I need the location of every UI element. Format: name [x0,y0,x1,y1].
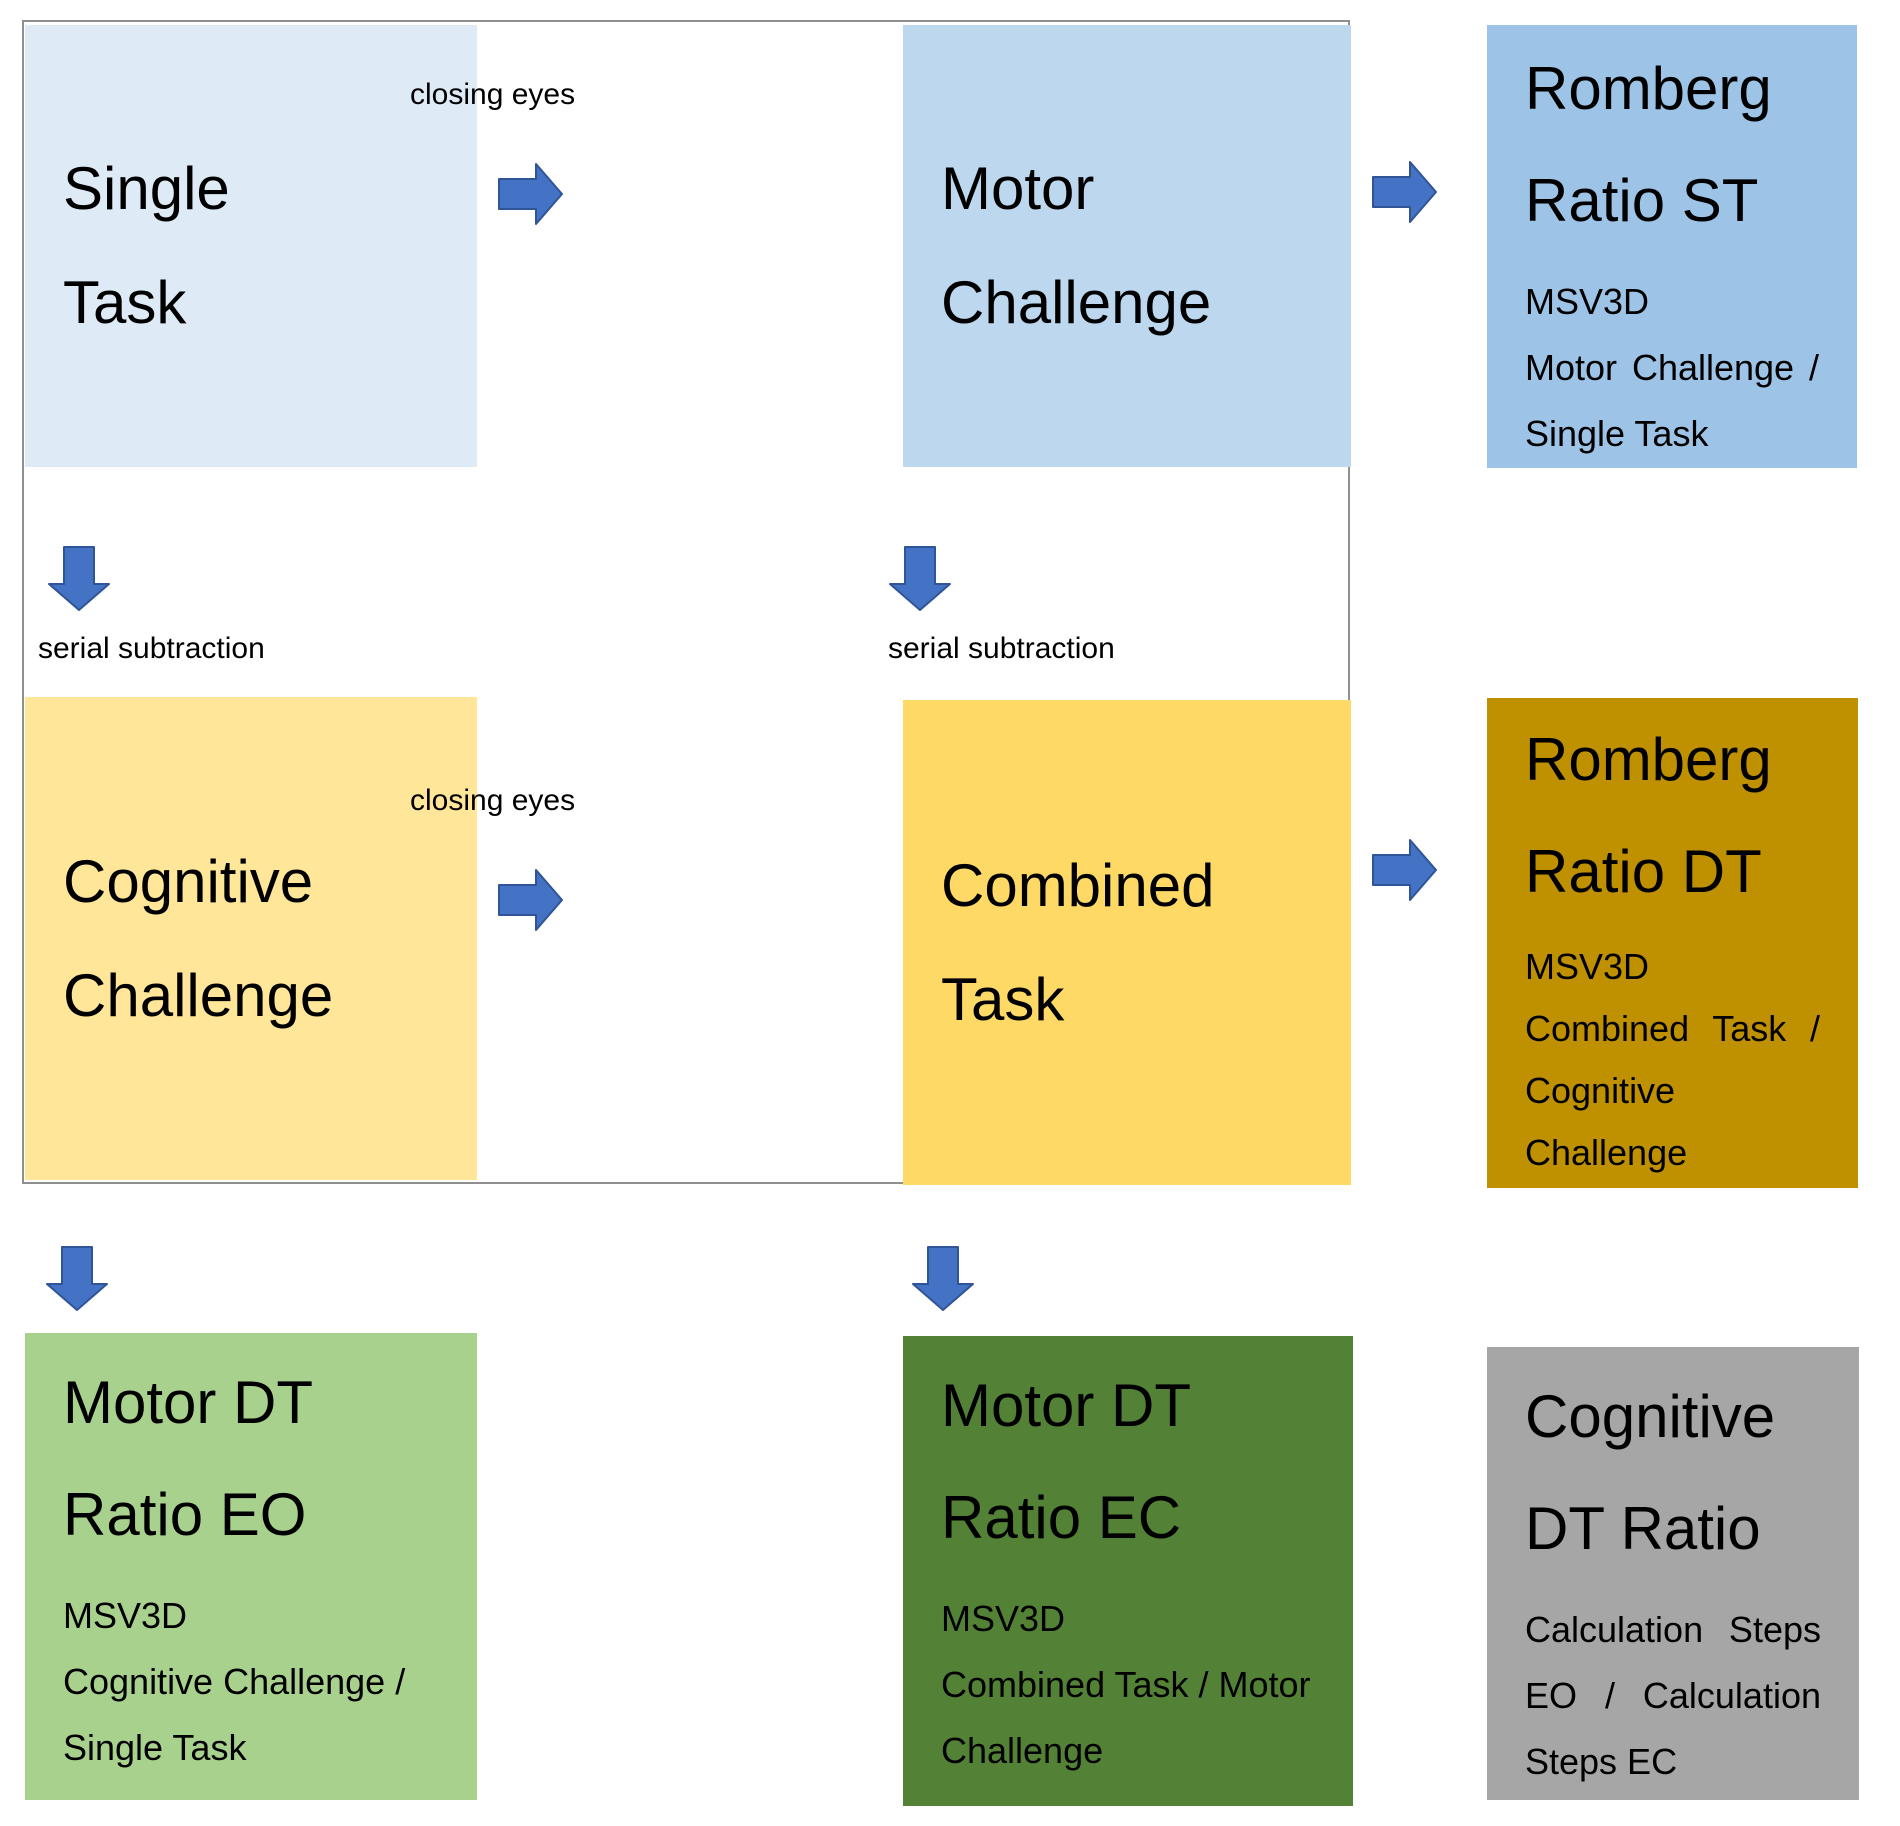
down-arrow-motor-to-combined-icon [888,546,952,612]
box-subtitle-line: Cognitive [1525,1070,1676,1111]
box-motor-dt-ratio-eo: Motor DT Ratio EO MSV3D Cognitive Challe… [25,1333,477,1800]
box-title-line: Motor DT [63,1369,314,1436]
serial-subtraction-label: serial subtraction [888,632,1115,665]
box-subtitle-line: Cognitive Challenge / [63,1661,406,1702]
box-title-line: Task [63,269,187,336]
box-subtitle-line: MSV3D [941,1598,1066,1639]
right-arrow-single-to-motor-icon [498,162,564,226]
box-subtitle-line: Single Task [63,1727,247,1768]
task-grid-frame [22,20,1350,1184]
box-title-line: Challenge [63,961,334,1029]
box-title-line: Single [63,155,230,222]
box-title-line: Ratio EO [63,1481,307,1548]
right-arrow-motor-to-romberg-st-icon [1372,160,1438,224]
box-subtitle-line: MSV3D [63,1595,188,1636]
box-motor-dt-ratio-ec: Motor DT Ratio EC MSV3D Combined Task / … [903,1336,1353,1806]
box-subtitle: MSV3D Combined Task / Cognitive Challeng… [1525,936,1820,1184]
box-title-line: Romberg [1525,55,1772,122]
box-combined-task: Combined Task [903,700,1351,1185]
box-title-line: Ratio DT [1525,838,1762,905]
box-subtitle-line: MSV3D [1525,281,1650,322]
box-title-line: Cognitive [63,847,314,915]
box-subtitle-line: Combined Task / Motor [941,1664,1311,1705]
closing-eyes-label: closing eyes [410,784,576,817]
box-cognitive-challenge: Cognitive Challenge [25,697,477,1180]
box-title-line: Romberg [1525,726,1772,793]
box-subtitle-line: Motor Challenge / [1525,347,1819,388]
box-single-task: Single Task [25,25,477,467]
box-title-line: DT Ratio [1525,1495,1761,1562]
box-subtitle-line: Challenge [1525,1132,1688,1173]
down-arrow-cognitive-to-motor-eo-icon [45,1246,109,1312]
box-title-line: Motor DT [941,1372,1192,1439]
box-title-line: Ratio ST [1525,167,1759,234]
box-title-line: Task [941,965,1065,1033]
box-subtitle: MSV3D Combined Task / Motor Challenge [941,1586,1315,1784]
box-subtitle: MSV3D Motor Challenge / Single Task [1525,269,1819,467]
right-arrow-cognitive-to-combined-icon [498,868,564,932]
box-romberg-ratio-dt: Romberg Ratio DT MSV3D Combined Task / C… [1487,698,1858,1188]
box-subtitle-line: EO / Calculation [1525,1675,1821,1716]
box-title-line: Motor [941,155,1095,222]
box-subtitle-line: MSV3D [1525,946,1650,987]
box-title-line: Cognitive [1525,1383,1776,1450]
box-title-line: Challenge [941,269,1212,336]
box-subtitle: Calculation Steps EO / Calculation Steps… [1525,1597,1821,1795]
box-subtitle-line: Calculation Steps [1525,1609,1821,1650]
box-motor-challenge: Motor Challenge [903,25,1351,467]
closing-eyes-label: closing eyes [410,78,576,111]
box-subtitle-line: Steps EC [1525,1741,1678,1782]
box-title-line: Ratio EC [941,1484,1182,1551]
box-subtitle-line: Combined Task / [1525,1008,1820,1049]
down-arrow-single-to-cognitive-icon [47,546,111,612]
box-subtitle-line: Challenge [941,1730,1104,1771]
box-subtitle-line: Single Task [1525,413,1709,454]
box-cognitive-dt-ratio: Cognitive DT Ratio Calculation Steps EO … [1487,1347,1859,1800]
box-romberg-ratio-st: Romberg Ratio ST MSV3D Motor Challenge /… [1487,25,1857,468]
box-title-line: Combined [941,851,1215,919]
right-arrow-combined-to-romberg-dt-icon [1372,838,1438,902]
box-subtitle: MSV3D Cognitive Challenge / Single Task [63,1583,439,1781]
serial-subtraction-label: serial subtraction [38,632,265,665]
down-arrow-combined-to-motor-ec-icon [911,1246,975,1312]
